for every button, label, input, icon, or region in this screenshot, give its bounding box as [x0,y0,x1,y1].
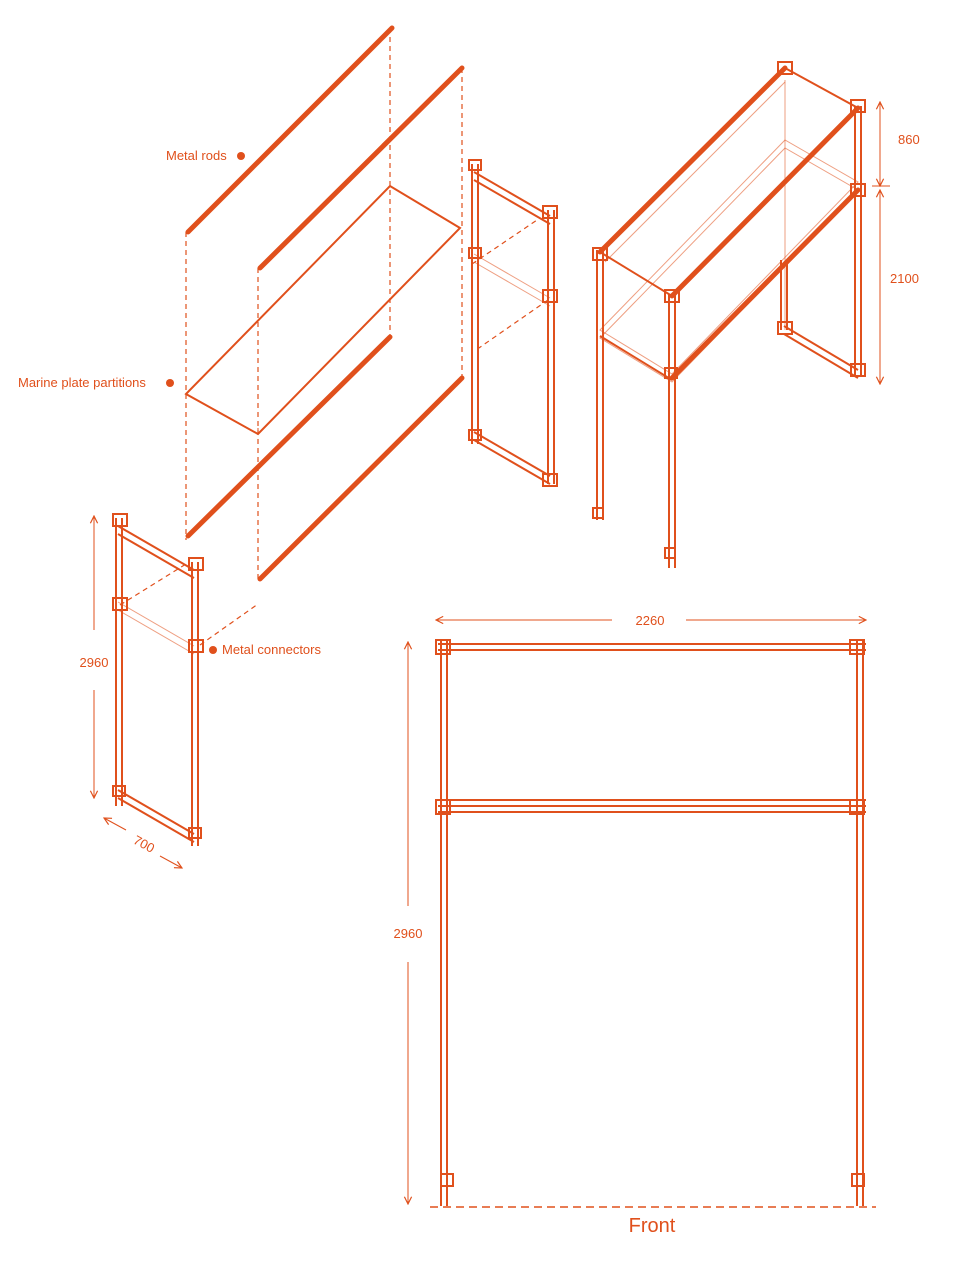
metal-connector [849,639,865,655]
dimension-iso-bottom: 2100 [880,190,919,384]
front-elevation-view: 2260 2960 Front [394,613,876,1237]
label-marine-plate: Marine plate partitions [18,375,174,390]
label-metal-connectors: Metal connectors [209,642,321,657]
metal-connector [542,473,558,487]
metal-connector [468,429,482,441]
metal-connector [849,799,865,815]
dimension-label: 860 [898,132,920,147]
metal-connector [664,367,678,379]
metal-connector [850,363,866,377]
metal-connector [112,785,126,797]
guide-line [471,217,541,265]
metal-connector [188,827,202,839]
metal-connector [542,289,558,303]
metal-connector [850,99,866,113]
dimension-label: 2960 [394,926,423,941]
dimension-iso-top: 860 [872,102,920,186]
exploded-view: Metal rods Marine plate partitions Metal… [18,25,558,868]
metal-connector [435,799,451,815]
metal-connector [112,597,128,611]
label-metal-rods: Metal rods [166,148,245,163]
dimension-front-height: 2960 [394,642,423,1204]
metal-rod-top-1 [185,25,395,235]
guide-line [119,563,187,606]
label-text: Marine plate partitions [18,375,146,390]
front-view-label: Front [629,1215,676,1237]
dimension-label: 2260 [636,613,665,628]
side-frame-exploded-right [468,159,558,487]
dimension-side-depth: 700 [104,818,182,868]
metal-connector [777,321,793,335]
label-text: Metal rods [166,148,227,163]
metal-connector [188,639,204,653]
dimension-front-width: 2260 [436,613,866,628]
metal-connector [542,205,558,219]
metal-connector [592,247,608,261]
metal-connector [850,183,866,197]
metal-rod-bottom-1 [185,334,393,539]
metal-connector [851,1173,865,1187]
metal-connector [188,557,204,571]
metal-connector [664,289,680,303]
metal-connector [777,61,793,75]
metal-connector [468,159,482,171]
metal-rod-top-2 [257,65,465,271]
dimension-label: 2100 [890,271,919,286]
dimension-side-height: 2960 [80,516,109,798]
assembled-isometric-view: 860 2100 [592,61,920,568]
metal-connector [468,247,482,259]
metal-connector [112,513,128,527]
guide-line [199,603,259,646]
metal-rod-bottom-2 [257,375,465,582]
guide-line [475,299,549,351]
label-text: Metal connectors [222,642,321,657]
dimension-label: 700 [131,832,157,855]
metal-connector [592,507,604,519]
metal-connector [440,1173,454,1187]
metal-connector [435,639,451,655]
marine-plate-partition [184,184,462,436]
side-frame-exploded-left [112,513,204,846]
metal-connector [664,547,676,559]
dimension-label: 2960 [80,655,109,670]
